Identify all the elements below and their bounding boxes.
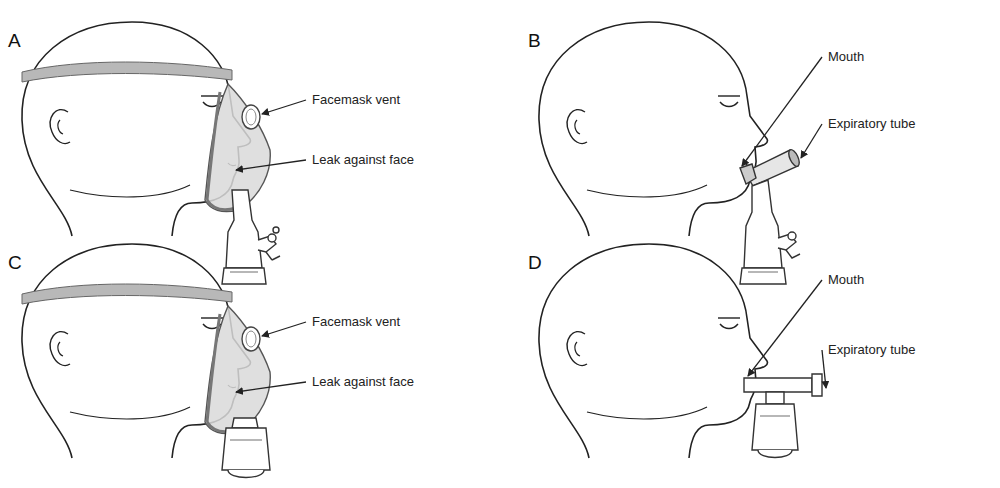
panel-letter: C (8, 252, 22, 274)
callout-label: Leak against face (312, 374, 414, 390)
panel-letter: B (528, 30, 541, 52)
callout-label: Expiratory tube (828, 116, 915, 132)
jet-nebulizer (222, 190, 280, 284)
callout-label: Facemask vent (312, 314, 400, 330)
callout-label: Facemask vent (312, 92, 400, 108)
leader-line (236, 57, 826, 392)
callout-label: Mouth (828, 272, 864, 288)
mesh-nebulizer (222, 418, 270, 478)
head-outline (539, 22, 767, 236)
callout-label: Leak against face (312, 152, 414, 168)
head-outline (539, 244, 767, 458)
callout-label: Expiratory tube (828, 342, 915, 358)
mouthpiece-nebulizer (740, 148, 801, 284)
facemask (22, 284, 270, 434)
panel-letter: D (528, 252, 542, 274)
callout-label: Mouth (828, 49, 864, 65)
panel-letter: A (8, 30, 21, 52)
t-piece-nebulizer (744, 374, 822, 458)
facemask (22, 62, 270, 212)
